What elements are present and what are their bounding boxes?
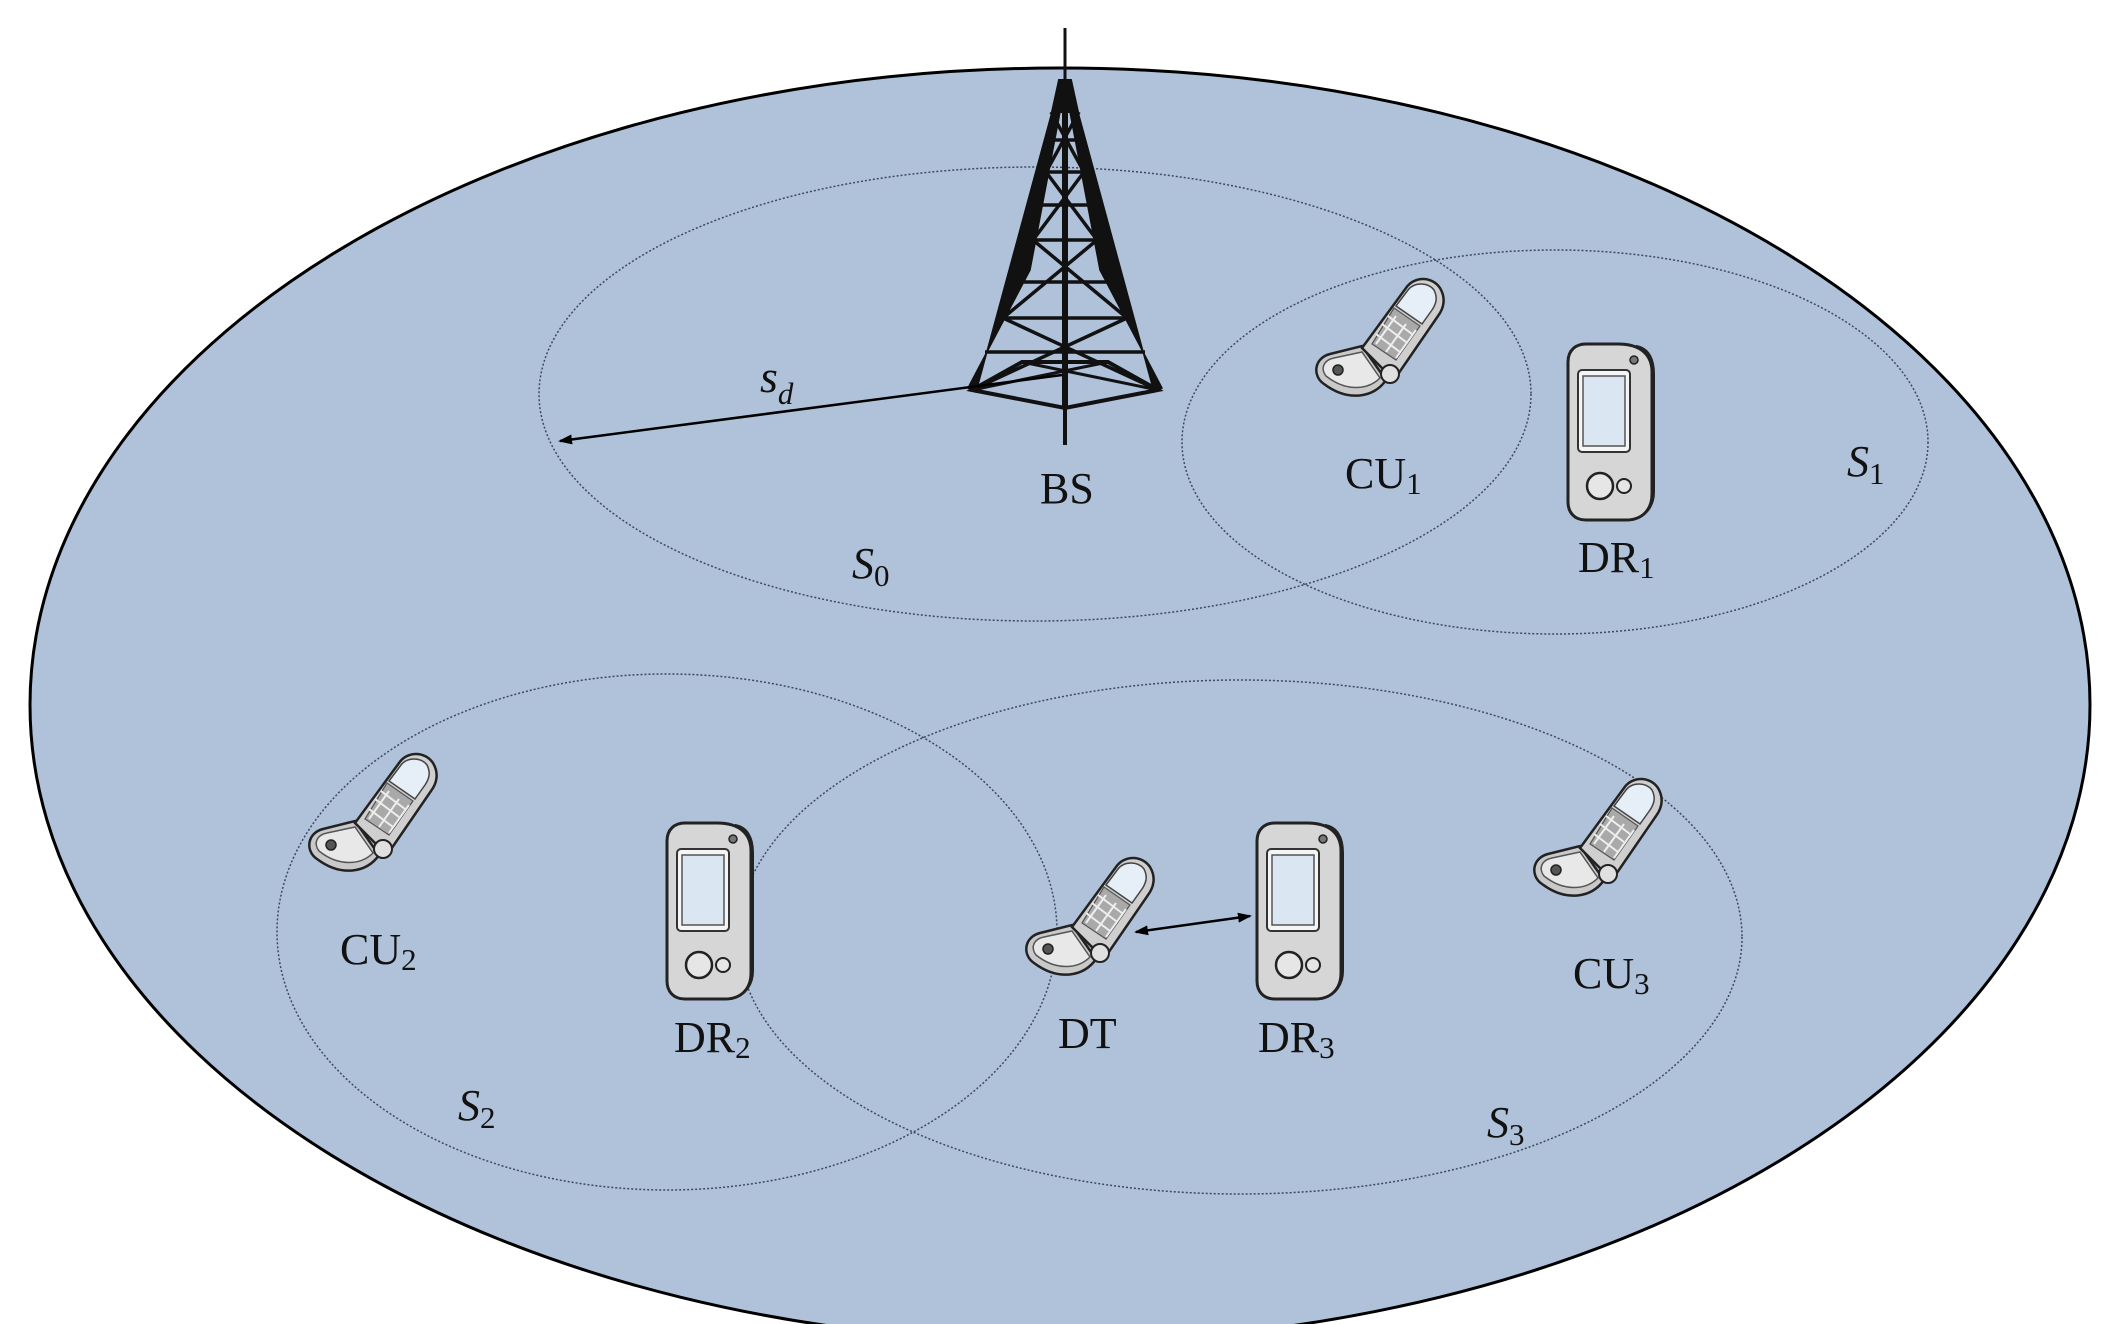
radius-arrow <box>558 373 1063 445</box>
region-s1-label: S1 <box>1847 437 1885 491</box>
device-dr3-label: DR3 <box>1258 1013 1335 1065</box>
device-cu3-label: CU3 <box>1573 949 1650 1001</box>
device-dr3 <box>1255 821 1345 1001</box>
pda-phone-icon <box>665 821 755 1001</box>
d2d-link-arrow <box>1134 912 1252 936</box>
region-s0-boundary <box>538 166 1532 622</box>
region-s0-label: S0 <box>852 539 890 593</box>
device-dr1 <box>1566 342 1656 522</box>
pda-phone-icon <box>1255 821 1345 1001</box>
cell-coverage-area <box>28 66 2092 1324</box>
region-s2-label: S2 <box>458 1081 496 1135</box>
pda-phone-icon <box>1566 342 1656 522</box>
device-dr2-label: DR2 <box>674 1013 751 1065</box>
region-s1-boundary <box>1181 249 1929 635</box>
radius-label: sd <box>760 351 794 411</box>
device-cu1-label: CU1 <box>1345 449 1422 501</box>
region-s3-label: S3 <box>1487 1098 1525 1152</box>
device-cu2-label: CU2 <box>340 925 417 977</box>
device-dr1-label: DR1 <box>1578 533 1655 585</box>
region-s3-boundary <box>737 679 1743 1195</box>
device-dr2 <box>665 821 755 1001</box>
bs-label: BS <box>1040 464 1094 513</box>
device-dt-label: DT <box>1058 1009 1117 1058</box>
cell-tower-icon <box>966 28 1164 445</box>
